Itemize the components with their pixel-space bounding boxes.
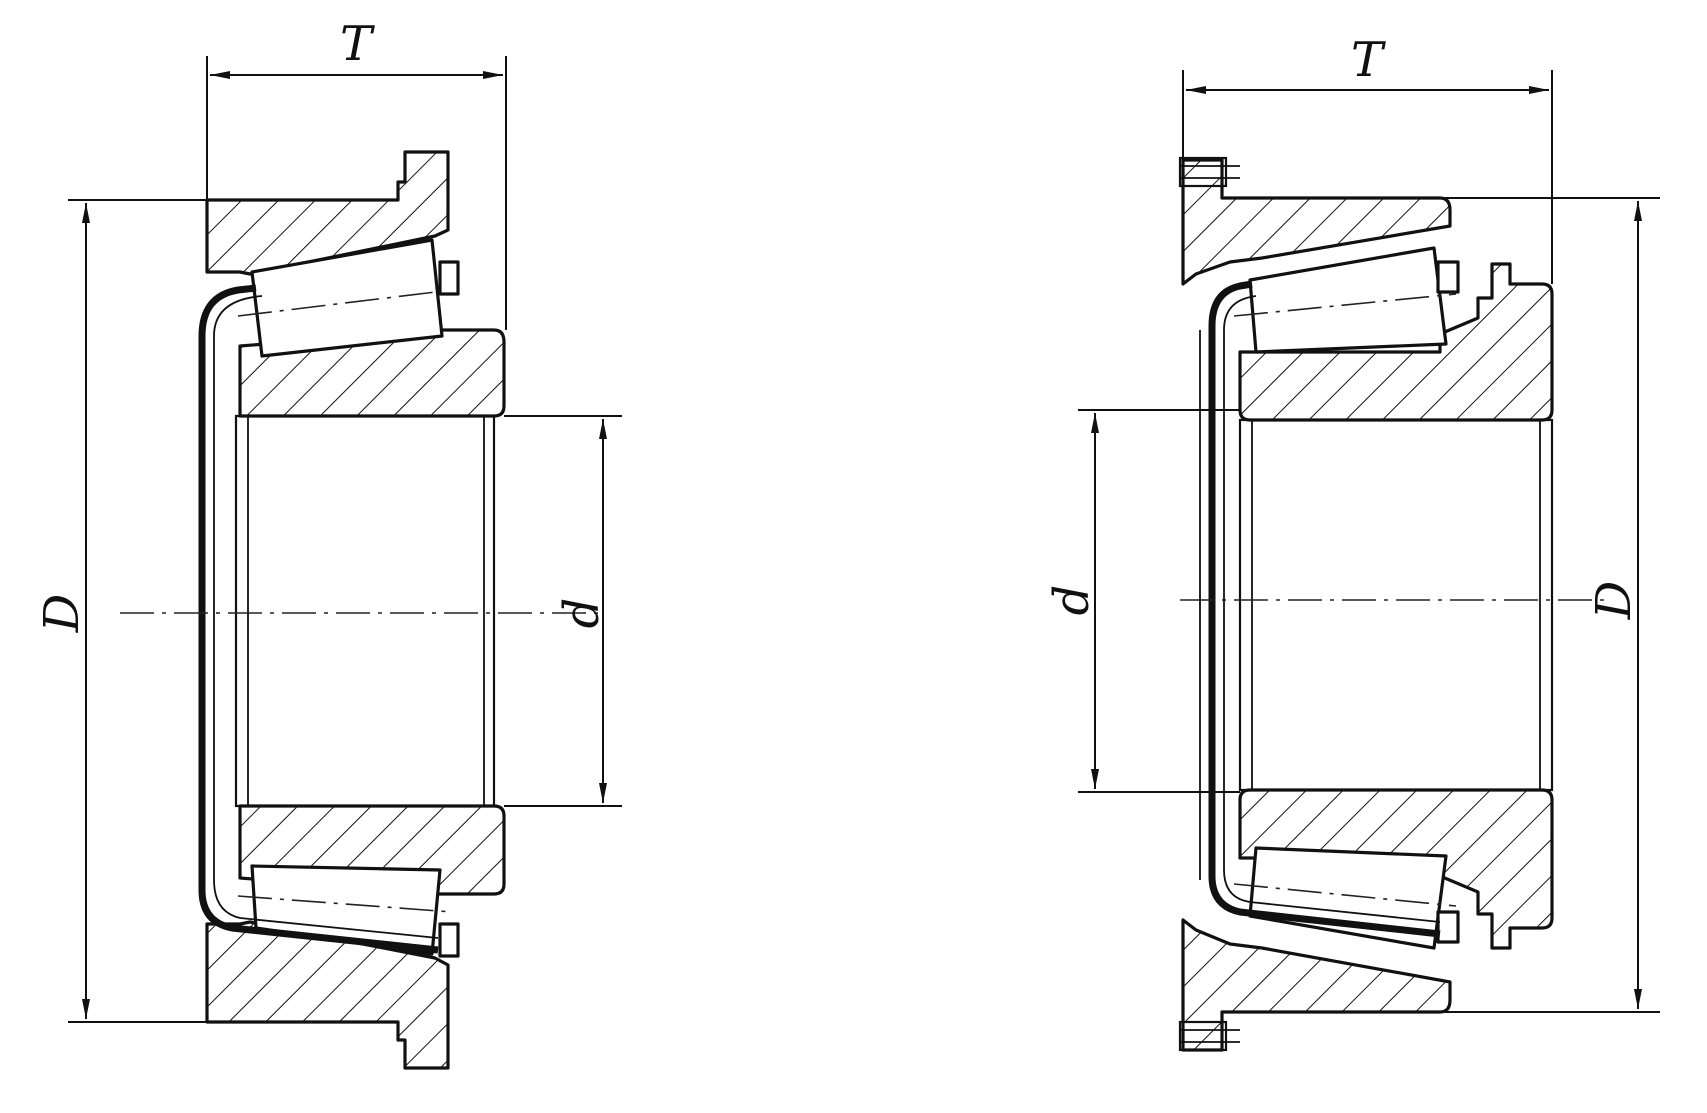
right-bolt-bottom bbox=[1178, 1020, 1228, 1052]
right-inner-ring-top bbox=[1238, 262, 1554, 422]
right-bore-tube bbox=[1238, 418, 1554, 792]
right-roller-top bbox=[1248, 246, 1448, 354]
left-label-d: d bbox=[554, 598, 610, 629]
right-housing-bottom bbox=[1181, 918, 1452, 1052]
left-bearing-assembly: T D d bbox=[34, 16, 622, 1070]
left-label-T: T bbox=[340, 16, 375, 72]
right-label-D: D bbox=[1586, 581, 1642, 620]
right-label-d: d bbox=[1044, 585, 1100, 616]
left-cage-block-bottom bbox=[438, 922, 460, 958]
left-cage-block-top bbox=[438, 260, 460, 296]
right-shield-sleeve bbox=[1208, 280, 1441, 938]
left-roller-top bbox=[250, 238, 444, 358]
left-bore-tube bbox=[234, 414, 496, 808]
right-label-T: T bbox=[1351, 32, 1386, 88]
right-housing-top bbox=[1181, 158, 1452, 286]
right-cage-block-bottom bbox=[1436, 910, 1460, 944]
left-outer-cup-top bbox=[205, 150, 450, 276]
right-roller-bottom bbox=[1248, 846, 1448, 950]
right-bolt-top bbox=[1178, 156, 1228, 188]
right-cage-block-top bbox=[1436, 260, 1460, 294]
left-shield-sleeve bbox=[198, 284, 439, 954]
right-bearing-assembly: T D d bbox=[1044, 32, 1660, 1052]
left-outer-cup-bottom bbox=[205, 920, 450, 1070]
left-label-D: D bbox=[34, 594, 90, 633]
right-inner-ring-bottom bbox=[1238, 788, 1554, 950]
